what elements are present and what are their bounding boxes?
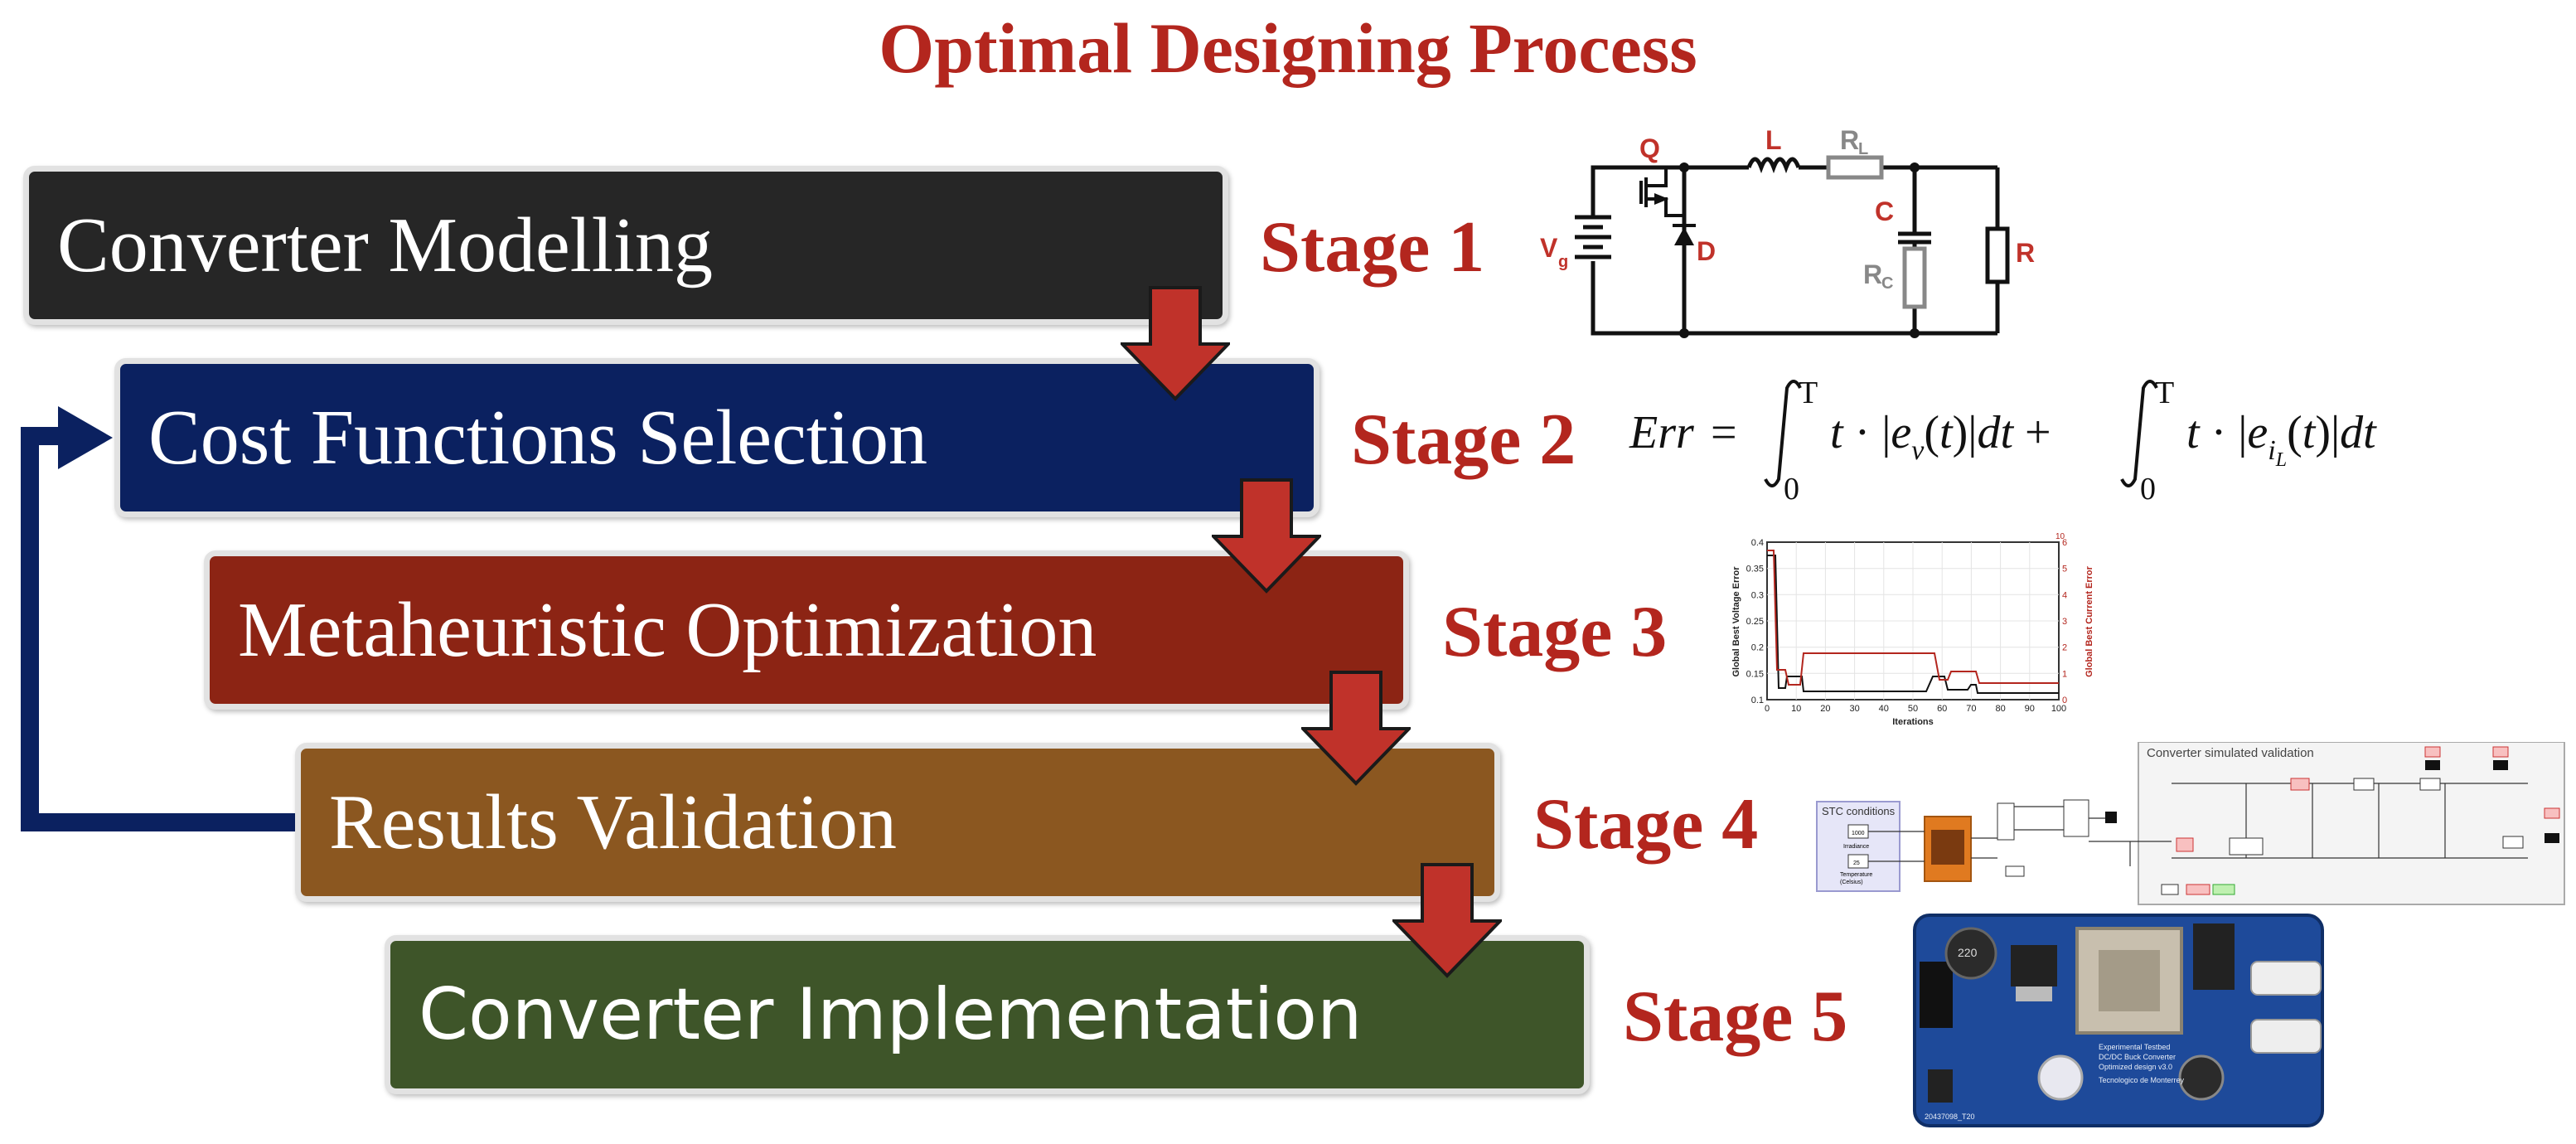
stage-3-label: Stage 3 <box>1442 592 1668 672</box>
board-text-3: Optimized design v3.0 <box>2099 1063 2172 1071</box>
stage-2-box: Cost Functions Selection <box>114 358 1319 517</box>
error-formula: Err = T 0 t · |ev(t)|dt + T 0 t · |eiL(t… <box>1629 376 2377 507</box>
stage-5-name: Converter Implementation <box>419 973 1363 1056</box>
left-tick-5: 0.15 <box>1746 669 1764 679</box>
down-arrow-4 <box>1392 863 1502 978</box>
label-rc: R <box>1863 259 1882 289</box>
stage-1-label: Stage 1 <box>1260 207 1485 288</box>
x-tick-3: 30 <box>1849 704 1859 714</box>
down-arrow-2 <box>1212 478 1321 594</box>
down-arrow-1 <box>1121 286 1230 401</box>
right-tick-0: 6 <box>2062 538 2067 548</box>
x-tick-7: 70 <box>1966 704 1976 714</box>
svg-text:t · |ev(t)|dt +: t · |ev(t)|dt + <box>1830 407 2051 466</box>
board-text-2: DC/DC Buck Converter <box>2099 1053 2176 1061</box>
label-rl-sub: L <box>1858 140 1868 158</box>
simulation-diagram: STC conditions 1000 Irradiance 25 Temper… <box>1816 742 2565 905</box>
right-axis-label: Global Best Current Error <box>2085 565 2094 677</box>
label-d: D <box>1697 236 1716 266</box>
temperature-label: Temperature <box>1840 872 1872 878</box>
x-tick-4: 40 <box>1879 704 1889 714</box>
svg-text:t · |eiL(t)|dt: t · |eiL(t)|dt <box>2186 407 2377 471</box>
x-axis-label: Iterations <box>1892 717 1934 727</box>
x-tick-5: 50 <box>1908 704 1918 714</box>
label-vg: V <box>1540 233 1558 263</box>
irr-value: 1000 <box>1852 831 1865 836</box>
board-serial: 20437098_T20 <box>1925 1112 1975 1121</box>
right-tick-1: 5 <box>2062 565 2067 574</box>
left-axis-label: Global Best Voltage Error <box>1731 566 1741 677</box>
stage-3-box: Metaheuristic Optimization <box>204 550 1409 710</box>
label-q: Q <box>1639 133 1660 163</box>
left-tick-4: 0.2 <box>1751 643 1764 653</box>
x-tick-2: 20 <box>1820 704 1830 714</box>
left-tick-2: 0.3 <box>1751 590 1764 600</box>
stage-1-name: Converter Modelling <box>57 202 714 288</box>
x-tick-6: 60 <box>1937 704 1947 714</box>
stage-4-box: Results Validation <box>295 743 1500 902</box>
stage-3-name: Metaheuristic Optimization <box>238 587 1097 673</box>
left-tick-0: 0.4 <box>1751 538 1764 548</box>
svg-text:=: = <box>1711 407 1737 458</box>
x-tick-8: 80 <box>1995 704 2005 714</box>
stage-4-label: Stage 4 <box>1533 784 1759 865</box>
stage-5-box: Converter Implementation <box>385 935 1590 1094</box>
formula-lhs: Err <box>1629 407 1694 458</box>
right-axis-exponent: 10 <box>2055 532 2065 541</box>
formula-lower-2: 0 <box>2140 472 2156 507</box>
formula-lower-1: 0 <box>1784 472 1799 507</box>
right-tick-3: 3 <box>2062 617 2067 627</box>
current-error-series <box>1767 550 2059 686</box>
down-arrow-3 <box>1301 671 1411 786</box>
convergence-plot: 0.4 0.35 0.3 0.25 0.2 0.15 0.1 6 5 4 3 2… <box>1731 532 2094 727</box>
board-text-1: Experimental Testbed <box>2099 1043 2170 1051</box>
right-tick-2: 4 <box>2062 590 2067 600</box>
left-tick-6: 0.1 <box>1751 696 1764 705</box>
right-tick-4: 2 <box>2062 643 2067 653</box>
x-tick-9: 90 <box>2025 704 2035 714</box>
buck-converter-circuit: Q L D C R V g R L R C <box>1540 125 2035 338</box>
irradiance-label: Irradiance <box>1843 844 1869 850</box>
stage-2-name: Cost Functions Selection <box>148 395 927 481</box>
formula-upper-1: T <box>1799 376 1818 410</box>
stage-1-box: Converter Modelling <box>23 166 1228 325</box>
stage-5-label: Stage 5 <box>1623 977 1848 1057</box>
stage-4-name: Results Validation <box>329 779 897 865</box>
capacitor-marking: 220 <box>1958 946 1978 959</box>
temperature-unit: (Celsius) <box>1840 880 1863 885</box>
page-title: Optimal Designing Process <box>879 8 1697 88</box>
x-tick-0: 0 <box>1765 704 1770 714</box>
right-tick-6: 0 <box>2062 696 2067 705</box>
x-tick-10: 100 <box>2051 704 2066 714</box>
stc-title: STC conditions <box>1822 805 1896 817</box>
label-vg-sub: g <box>1558 253 1568 271</box>
voltage-error-series <box>1767 555 2059 694</box>
formula-upper-2: T <box>2155 376 2174 410</box>
label-rc-sub: C <box>1881 274 1893 293</box>
label-l: L <box>1765 125 1782 155</box>
label-r: R <box>2016 238 2035 268</box>
label-c: C <box>1875 196 1894 226</box>
temp-value: 25 <box>1853 860 1860 866</box>
left-tick-1: 0.35 <box>1746 565 1764 574</box>
pcb-prototype-image: 220 Experimental Testbed DC/DC Buck Conv… <box>1913 914 2324 1127</box>
left-tick-3: 0.25 <box>1746 617 1764 627</box>
x-tick-1: 10 <box>1791 704 1801 714</box>
stage-2-label: Stage 2 <box>1351 400 1576 480</box>
board-text-4: Tecnologico de Monterrey <box>2099 1076 2185 1084</box>
right-tick-5: 1 <box>2062 669 2067 679</box>
label-rl: R <box>1840 125 1859 155</box>
sim-panel-title: Converter simulated validation <box>2147 746 2314 760</box>
